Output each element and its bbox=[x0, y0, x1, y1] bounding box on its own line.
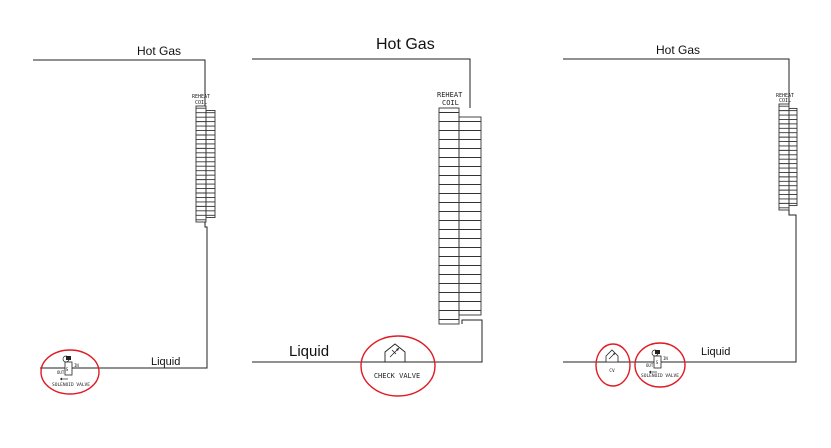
solenoid-valve-icon bbox=[60, 355, 73, 381]
solenoid-port-in: IN bbox=[663, 356, 668, 361]
reheat-coil-label-line1: REHEAT bbox=[437, 91, 463, 99]
solenoid-port-out: OUT bbox=[646, 363, 654, 368]
reheat-coil bbox=[195, 105, 216, 223]
check-valve: CV bbox=[605, 349, 619, 374]
liquid-label: Liquid bbox=[701, 346, 730, 358]
reheat-coil-label-line1: REHEAT bbox=[192, 94, 210, 100]
hot-gas-label: Hot Gas bbox=[376, 36, 435, 53]
check-valve-icon bbox=[605, 349, 619, 363]
solenoid-valve-icon bbox=[649, 349, 662, 374]
highlight-circle bbox=[360, 335, 436, 397]
highlight-circle bbox=[595, 343, 631, 387]
hot-gas-label: Hot Gas bbox=[137, 44, 181, 58]
highlight-circle bbox=[40, 349, 100, 395]
liquid-line bbox=[563, 210, 797, 363]
liquid-line bbox=[252, 319, 483, 363]
check-valve-icon bbox=[384, 343, 406, 363]
solenoid-valve: S IN OUT SOLENOID VALVE bbox=[641, 349, 679, 379]
reheat-coil-label-line2: COIL bbox=[442, 99, 459, 107]
hot-gas-line bbox=[563, 58, 790, 104]
solenoid-valve: S IN OUT SOLENOID VALVE bbox=[52, 355, 90, 388]
reheat-coil-label-line1: REHEAT bbox=[776, 93, 794, 99]
reheat-coil bbox=[438, 107, 482, 325]
diagram-panel-2: Hot Gas Liquid REHEAT COIL CHECK VALVE bbox=[252, 36, 483, 397]
solenoid-port-out: OUT bbox=[57, 370, 65, 375]
reheat-coil bbox=[778, 103, 798, 211]
check-valve-label: CHECK VALVE bbox=[374, 372, 420, 380]
reheat-coil-label-line2: COIL bbox=[195, 100, 207, 106]
liquid-label: Liquid bbox=[151, 356, 180, 368]
reheat-coil-label-line2: COIL bbox=[779, 98, 791, 104]
check-valve: CHECK VALVE bbox=[374, 343, 420, 380]
solenoid-valve-label: SOLENOID VALVE bbox=[52, 382, 90, 388]
solenoid-symbol: S bbox=[656, 360, 659, 366]
hot-gas-line bbox=[33, 59, 206, 106]
diagram-panel-3: Hot Gas Liquid REHEAT COIL CV S bbox=[563, 43, 798, 388]
hot-gas-line bbox=[252, 58, 471, 108]
diagram-panel-1: Hot Gas Liquid REHEAT COIL S IN OUT SOLE… bbox=[33, 44, 216, 395]
hot-gas-label: Hot Gas bbox=[656, 43, 700, 57]
solenoid-symbol: S bbox=[66, 367, 69, 373]
liquid-label: Liquid bbox=[289, 343, 329, 360]
solenoid-valve-label: SOLENOID VALVE bbox=[641, 373, 679, 379]
solenoid-port-in: IN bbox=[74, 363, 79, 368]
liquid-line bbox=[40, 222, 208, 369]
highlight-circle bbox=[634, 342, 686, 388]
check-valve-label: CV bbox=[609, 368, 615, 374]
